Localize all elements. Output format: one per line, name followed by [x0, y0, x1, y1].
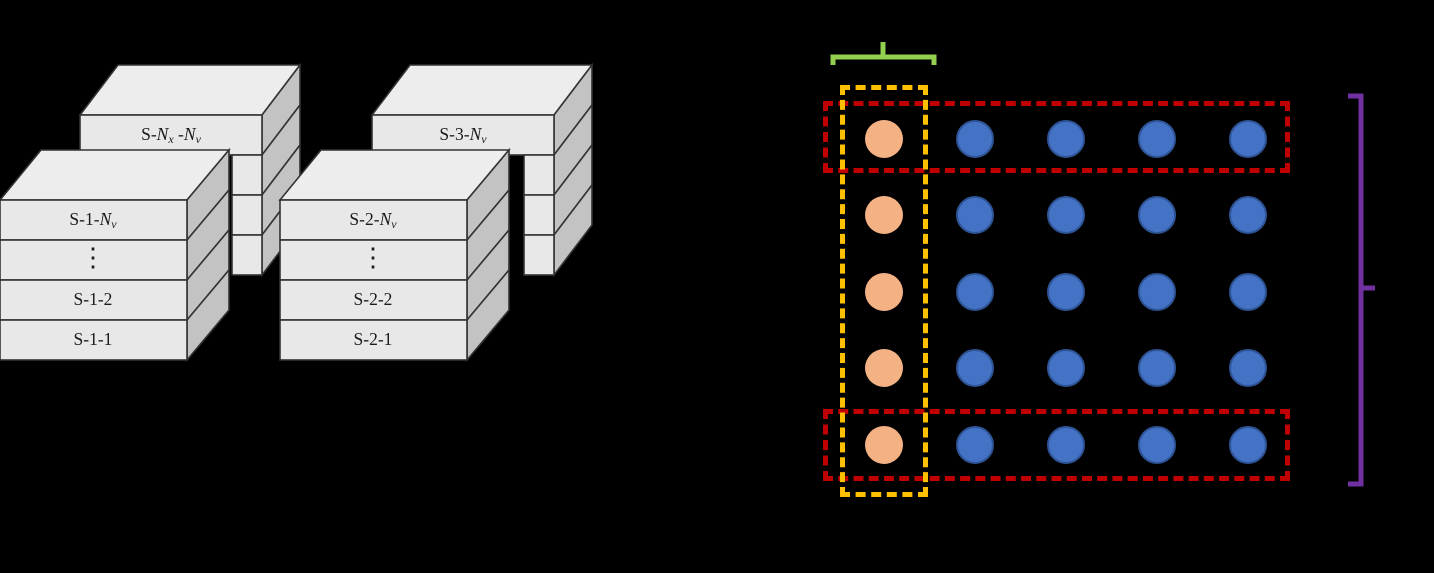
node-r1-c3-blue[interactable]	[1047, 120, 1085, 158]
purple-brace-path	[1348, 93, 1375, 487]
stack-back-left-lid-face	[79, 114, 263, 156]
node-r1-c2-blue[interactable]	[956, 120, 994, 158]
stack-front-left-face-4	[0, 319, 188, 361]
green-brace-path	[830, 42, 937, 65]
node-r4-c1-orange[interactable]	[865, 349, 903, 387]
node-r5-c2-blue[interactable]	[956, 426, 994, 464]
purple-right-brace	[1344, 92, 1390, 490]
node-r3-c4-blue[interactable]	[1138, 273, 1176, 311]
stack-front-right[interactable]: S-2-Nv ⋮ S-2-2 S-2-1	[277, 147, 527, 363]
node-r4-c2-blue[interactable]	[956, 349, 994, 387]
stack-back-right-lid-face	[371, 114, 555, 156]
stack-front-left-face-1	[0, 199, 188, 241]
stack-back-left-top-label: S-Nx -Nv	[141, 124, 201, 146]
node-r5-c3-blue[interactable]	[1047, 426, 1085, 464]
node-r1-c4-blue[interactable]	[1138, 120, 1176, 158]
stack-front-left-label-3: S-1-2	[74, 289, 113, 309]
stack-front-right-label-1: S-2-Nv	[349, 209, 397, 231]
stack-back-left-face-4	[231, 234, 263, 276]
stack-back-right-face-2	[523, 154, 555, 196]
stack-front-left-face-3	[0, 279, 188, 321]
node-r2-c5-blue[interactable]	[1229, 196, 1267, 234]
stack-front-right-face-4	[279, 319, 468, 361]
stack-front-left[interactable]: S-1-Nv ⋮ S-1-2 S-1-1	[0, 147, 247, 363]
stack-back-right-face-3	[523, 194, 555, 236]
stack-front-right-face-3	[279, 279, 468, 321]
red-dashed-row-box-top[interactable]	[823, 101, 1290, 173]
node-r5-c5-blue[interactable]	[1229, 426, 1267, 464]
stack-back-right-face-4	[523, 234, 555, 276]
node-r4-c5-blue[interactable]	[1229, 349, 1267, 387]
node-r4-c4-blue[interactable]	[1138, 349, 1176, 387]
node-r5-c4-blue[interactable]	[1138, 426, 1176, 464]
stack-front-right-label-4: S-2-1	[354, 329, 393, 349]
node-r1-c5-blue[interactable]	[1229, 120, 1267, 158]
node-r2-c4-blue[interactable]	[1138, 196, 1176, 234]
node-r4-c3-blue[interactable]	[1047, 349, 1085, 387]
stack-front-right-ellipsis: ⋮	[360, 243, 386, 272]
stack-front-left-face-2	[0, 239, 188, 281]
stack-front-left-label-1: S-1-Nv	[69, 209, 117, 231]
stack-back-left-face-3	[231, 194, 263, 236]
stack-back-right-top-label: S-3-Nv	[439, 124, 487, 146]
node-r3-c2-blue[interactable]	[956, 273, 994, 311]
node-r2-c1-orange[interactable]	[865, 196, 903, 234]
node-r3-c3-blue[interactable]	[1047, 273, 1085, 311]
node-r2-c2-blue[interactable]	[956, 196, 994, 234]
node-r5-c1-orange[interactable]	[865, 426, 903, 464]
node-r2-c3-blue[interactable]	[1047, 196, 1085, 234]
node-r3-c5-blue[interactable]	[1229, 273, 1267, 311]
stack-front-left-ellipsis: ⋮	[80, 243, 106, 272]
node-r3-c1-orange[interactable]	[865, 273, 903, 311]
stack-front-left-label-4: S-1-1	[74, 329, 113, 349]
stack-front-right-face-2	[279, 239, 468, 281]
stack-front-right-label-3: S-2-2	[354, 289, 393, 309]
stack-back-right[interactable]: S-3-Nv	[292, 55, 612, 285]
node-r1-c1-orange[interactable]	[865, 120, 903, 158]
green-top-brace	[826, 36, 946, 68]
yellow-dashed-column-box[interactable]	[840, 85, 928, 497]
red-dashed-row-box-bottom[interactable]	[823, 409, 1290, 481]
stack-front-right-face-1	[279, 199, 468, 241]
